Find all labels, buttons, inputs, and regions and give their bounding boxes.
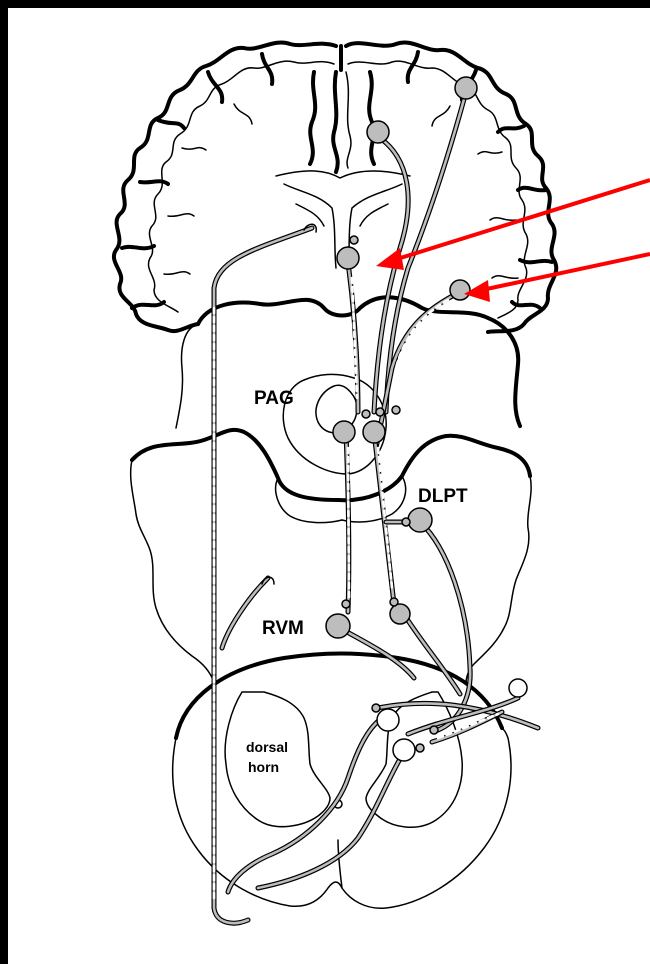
dorsal-horn-cell-upper [377,709,399,731]
pons-medulla-section [131,430,531,684]
upper-red-arrow [394,180,650,260]
label-rvm: RVM [262,618,304,639]
label-pag: PAG [254,388,294,409]
label-dorsal: dorsal [246,739,288,755]
label-horn: horn [248,759,279,775]
dlpt-cell [408,508,432,532]
cortex-cell-top [455,77,477,99]
afferent-cell-body [509,679,527,697]
rvm-cell-right [390,604,410,624]
pag-cell-right [363,421,385,443]
dorsal-horn-cell-lower [393,739,415,761]
pag-cell-left [333,421,355,443]
diagram-canvas: PAG DLPT RVM dorsal horn [8,8,650,964]
cortex-cell-lateral [450,280,470,300]
cortex-cell-midline [337,247,359,269]
label-dlpt: DLPT [418,486,468,507]
rvm-cell [326,614,350,638]
lower-red-arrow [482,254,650,290]
pathway-fibers [214,92,538,923]
upper-arrowhead-icon [376,248,404,270]
cortex-cell-middle [367,121,389,143]
pain-modulation-diagram: PAG DLPT RVM dorsal horn [8,8,650,964]
